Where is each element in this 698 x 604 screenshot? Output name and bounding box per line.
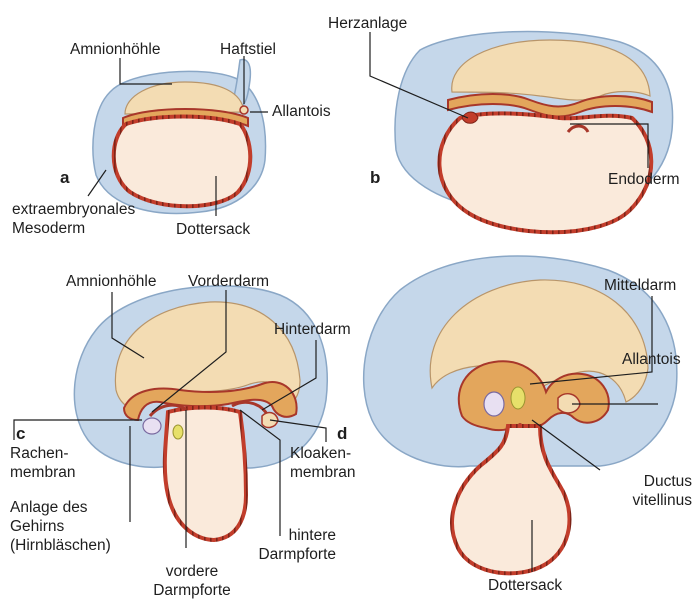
label-c-vorderdarm: Vorderdarm <box>188 272 269 291</box>
label-a-dottersack: Dottersack <box>176 220 250 239</box>
allantois-d <box>558 394 580 413</box>
panel-label-d: d <box>337 424 347 444</box>
panel-b-embryo <box>395 32 673 233</box>
panel-label-c: c <box>16 424 25 444</box>
label-b-herzanlage: Herzanlage <box>328 14 407 33</box>
yolk-sac-a <box>114 117 251 207</box>
label-b-endoderm: Endoderm <box>608 170 680 189</box>
panel-label-b: b <box>370 168 380 188</box>
label-d-allantois: Allantois <box>622 350 681 369</box>
brain-vesicle-c <box>143 418 161 434</box>
label-c-amnionhoehle: Amnionhöhle <box>66 272 156 291</box>
label-a-allantois: Allantois <box>272 102 331 121</box>
label-d-mitteldarm: Mitteldarm <box>604 276 676 295</box>
label-a-amnionhoehle: Amnionhöhle <box>70 40 160 59</box>
label-c-hinterdarm: Hinterdarm <box>274 320 351 339</box>
allantois-bud-a <box>240 106 248 114</box>
heart-d <box>511 387 525 409</box>
brain-vesicle-d <box>484 392 504 416</box>
panel-a-embryo <box>93 60 266 214</box>
label-a-haftstiel: Haftstiel <box>220 40 276 59</box>
label-c-kloakenmembran: Kloaken-membran <box>290 444 350 482</box>
heart-c <box>173 425 183 439</box>
panel-label-a: a <box>60 168 69 188</box>
label-d-dottersack: Dottersack <box>488 576 562 595</box>
panel-d-embryo <box>364 256 677 573</box>
label-c-rachenmembran: Rachen-membran <box>10 444 75 482</box>
